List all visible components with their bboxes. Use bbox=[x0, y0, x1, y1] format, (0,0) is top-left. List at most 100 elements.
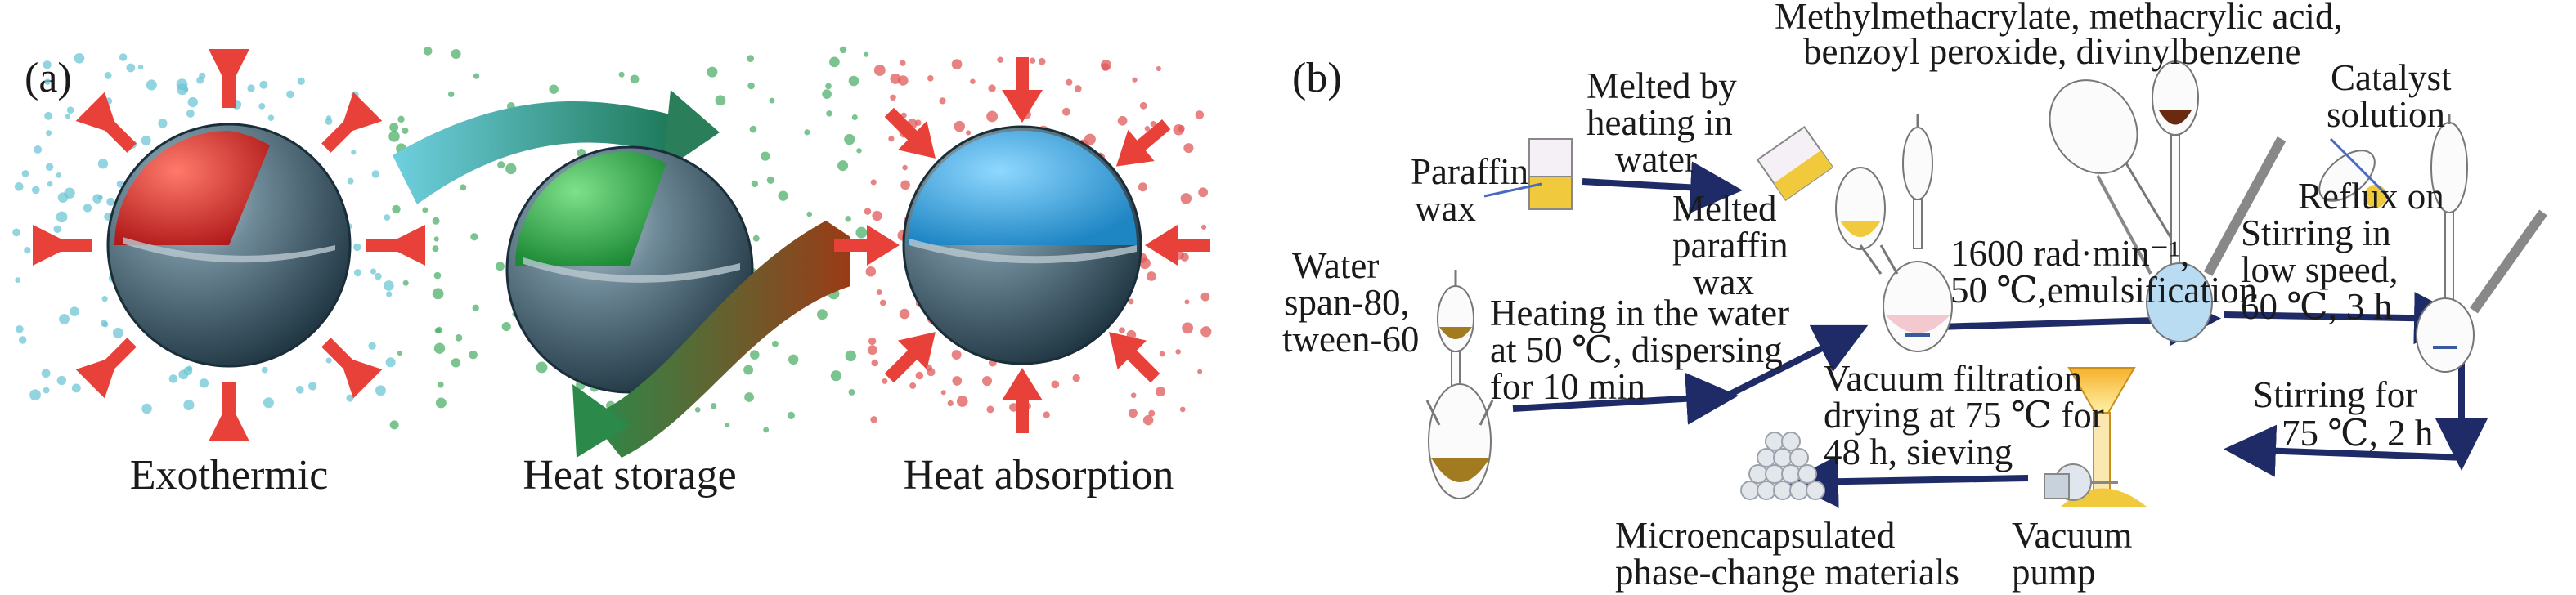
particle-dot bbox=[34, 145, 43, 154]
particle-dot bbox=[15, 277, 21, 284]
particle-dot bbox=[997, 56, 1003, 64]
particle-dot bbox=[384, 214, 391, 221]
label-reflux-1: Reflux on bbox=[2298, 176, 2444, 217]
particle-dot bbox=[618, 71, 625, 78]
particle-dot bbox=[389, 123, 399, 132]
particle-dot bbox=[788, 354, 799, 365]
microsphere bbox=[1757, 448, 1776, 468]
particle-dot bbox=[1117, 115, 1128, 126]
particle-dot bbox=[389, 420, 399, 430]
particle-dot bbox=[771, 340, 779, 347]
particle-dot bbox=[392, 204, 401, 214]
particle-dot bbox=[141, 403, 152, 414]
particle-dot bbox=[956, 396, 968, 407]
particle-dot bbox=[263, 397, 274, 409]
particle-dot bbox=[1147, 271, 1156, 281]
label-water-2: span-80, bbox=[1284, 282, 1410, 323]
particle-dot bbox=[1101, 63, 1110, 71]
particle-dot bbox=[432, 245, 439, 253]
label-catalyst-line1: Catalyst bbox=[2331, 57, 2452, 98]
particle-dot bbox=[1180, 193, 1192, 204]
particle-dot bbox=[876, 289, 882, 295]
particle-dot bbox=[435, 397, 447, 409]
label-monomers-line1: Methylmethacrylate, methacrylic acid, bbox=[1775, 0, 2343, 37]
label-product-1: Microencapsulated bbox=[1615, 515, 1895, 556]
particle-dot bbox=[56, 172, 62, 178]
particle-dot bbox=[44, 78, 51, 85]
particle-dot bbox=[549, 84, 559, 94]
particle-dot bbox=[865, 266, 877, 277]
microsphere bbox=[1773, 481, 1793, 500]
label-emulsify-2: 50 ℃,emulsification bbox=[1950, 270, 2257, 311]
particle-dot bbox=[778, 190, 788, 201]
particle-dot bbox=[116, 180, 124, 188]
particle-dot bbox=[14, 181, 24, 191]
particle-dot bbox=[915, 119, 922, 126]
particle-dot bbox=[295, 386, 304, 394]
particle-dot bbox=[970, 78, 976, 84]
label-emulsify-1: 1600 rad·min⁻¹, bbox=[1950, 233, 2189, 274]
particle-dot bbox=[1029, 57, 1036, 64]
particle-dot bbox=[247, 84, 255, 92]
particle-dot bbox=[982, 376, 993, 387]
label-melted-by-1: Melted by bbox=[1586, 65, 1737, 106]
water-flask-icon bbox=[1425, 270, 1494, 499]
particle-dot bbox=[806, 211, 813, 217]
particle-dot bbox=[43, 387, 50, 394]
particle-dot bbox=[433, 271, 442, 280]
particle-dot bbox=[694, 407, 701, 413]
particle-dot bbox=[423, 47, 433, 56]
particle-dot bbox=[435, 326, 442, 333]
particle-dot bbox=[47, 181, 53, 187]
panel-b: (b) bbox=[1282, 0, 2547, 593]
particle-dot bbox=[437, 381, 444, 388]
particle-dot bbox=[101, 296, 108, 302]
particle-dot bbox=[986, 405, 994, 414]
microsphere bbox=[1740, 481, 1760, 500]
particle-dot bbox=[856, 148, 862, 154]
arrow-stir bbox=[2224, 424, 2466, 477]
particle-dot bbox=[422, 207, 429, 213]
particle-dot bbox=[53, 225, 61, 233]
particle-dot bbox=[74, 52, 85, 64]
particle-dot bbox=[986, 110, 999, 123]
particle-dot bbox=[1195, 110, 1205, 119]
particle-dot bbox=[952, 376, 963, 386]
particle-dot bbox=[864, 208, 872, 215]
label-vacuum-filtration-3: 48 h, sieving bbox=[1824, 432, 2013, 472]
particle-dot bbox=[822, 89, 832, 99]
arrow-disperse-2 bbox=[1724, 324, 1869, 400]
label-reflux-4: 60 ℃, 3 h bbox=[2241, 286, 2392, 327]
particle-dot bbox=[70, 306, 79, 316]
particle-dot bbox=[460, 184, 467, 191]
particle-dot bbox=[1183, 143, 1194, 154]
microcapsule-pile-icon bbox=[1740, 432, 1825, 500]
particle-dot bbox=[384, 280, 394, 291]
particle-dot bbox=[870, 416, 878, 423]
particle-dot bbox=[501, 322, 511, 332]
particle-dot bbox=[371, 170, 380, 178]
particle-dot bbox=[106, 197, 115, 206]
caption-heat-storage: Heat storage bbox=[523, 452, 736, 499]
particle-dot bbox=[146, 79, 157, 91]
particle-dot bbox=[879, 299, 886, 306]
particle-dot bbox=[939, 97, 946, 105]
particle-dot bbox=[176, 78, 188, 91]
particle-dot bbox=[178, 369, 189, 380]
caption-heat-absorption: Heat absorption bbox=[904, 452, 1174, 499]
particle-dot bbox=[402, 280, 409, 286]
particle-dot bbox=[848, 389, 855, 396]
particle-dot bbox=[473, 73, 480, 79]
particle-dot bbox=[1130, 392, 1137, 399]
particle-dot bbox=[927, 367, 936, 377]
particle-dot bbox=[1142, 414, 1154, 426]
particle-dot bbox=[900, 60, 906, 66]
microsphere bbox=[1806, 481, 1825, 500]
label-pump-2: pump bbox=[2012, 552, 2096, 593]
label-melted-by-3: water bbox=[1615, 139, 1697, 180]
particle-dot bbox=[909, 382, 917, 389]
particle-dot bbox=[455, 333, 463, 342]
particle-dot bbox=[64, 187, 75, 199]
particle-dot bbox=[864, 51, 869, 57]
particle-dot bbox=[804, 129, 810, 136]
